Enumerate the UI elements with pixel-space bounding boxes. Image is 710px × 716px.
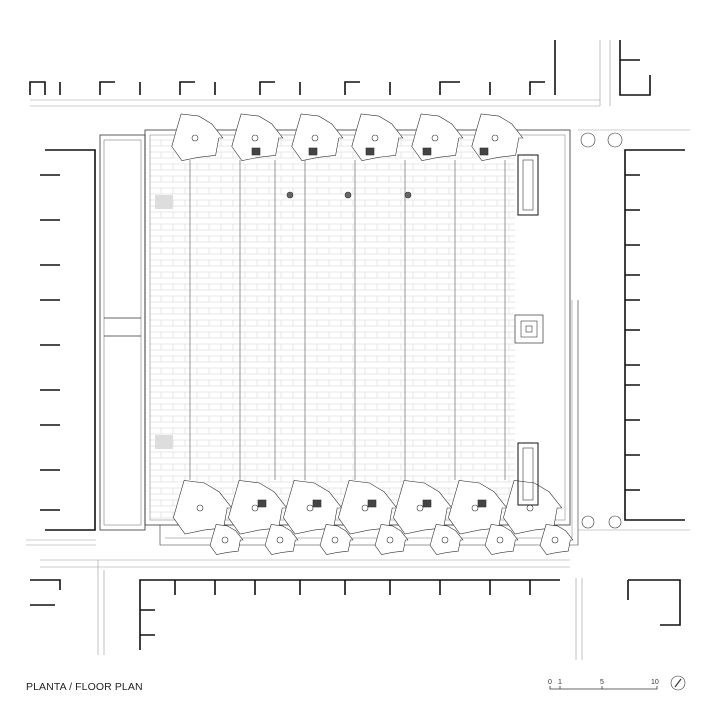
building-wall [45,149,96,531]
building-wall [139,579,560,650]
street-lines [26,40,690,660]
light-fixture [344,191,352,199]
bench [312,499,322,508]
tree-canopies [171,113,623,555]
plaza-paving [150,139,515,519]
tree-trunk [471,504,479,512]
building-wall [40,174,60,511]
planter [608,515,622,529]
scale-label: 5 [600,679,604,686]
bench [422,499,432,508]
tree-trunk [526,504,534,512]
building-wall [619,40,651,96]
tree-trunk [386,536,394,544]
drawing-title: PLANTA / FLOOR PLAN [26,681,143,693]
building-wall [174,580,531,595]
bench [308,147,318,156]
scale-label: 1 [558,679,562,686]
building-wall [628,579,681,626]
stairs [514,154,544,506]
planter [580,132,596,148]
light-fixture [404,191,412,199]
building-wall [29,81,46,95]
bench [422,147,432,156]
north-arrow-icon [670,675,686,691]
tree-trunk [496,536,504,544]
tree-trunk [196,504,204,512]
tree-trunk [311,134,319,142]
tree-trunk [251,504,259,512]
bench [251,147,261,156]
tree-trunk [251,134,259,142]
building-wall [30,579,61,590]
bench [367,499,377,508]
scale-label: 0 [548,679,552,686]
scale-label: 10 [651,679,659,686]
bench [479,147,489,156]
building-wall [59,81,545,95]
tree-trunk [416,504,424,512]
tree-trunk [371,134,379,142]
tree-trunk [221,536,229,544]
bench [257,499,267,508]
tree-trunk [441,536,449,544]
left-gallery-building [99,134,173,531]
scale-bar: 0 1 5 10 [548,679,659,690]
planter [607,132,623,148]
paving-stripes [189,160,506,480]
building-wall [624,149,685,521]
tree-trunk [431,134,439,142]
bench [365,147,375,156]
tree-trunk [551,536,559,544]
bench [477,499,487,508]
tree-trunk [361,504,369,512]
light-fixture [286,191,294,199]
tree-trunk [491,134,499,142]
tree-trunk [331,536,339,544]
tree-trunk [191,134,199,142]
tree-trunk [276,536,284,544]
surrounding-buildings [29,40,685,650]
building-wall [140,609,155,636]
tree-trunk [306,504,314,512]
building-wall [625,174,640,491]
planter [581,515,595,529]
